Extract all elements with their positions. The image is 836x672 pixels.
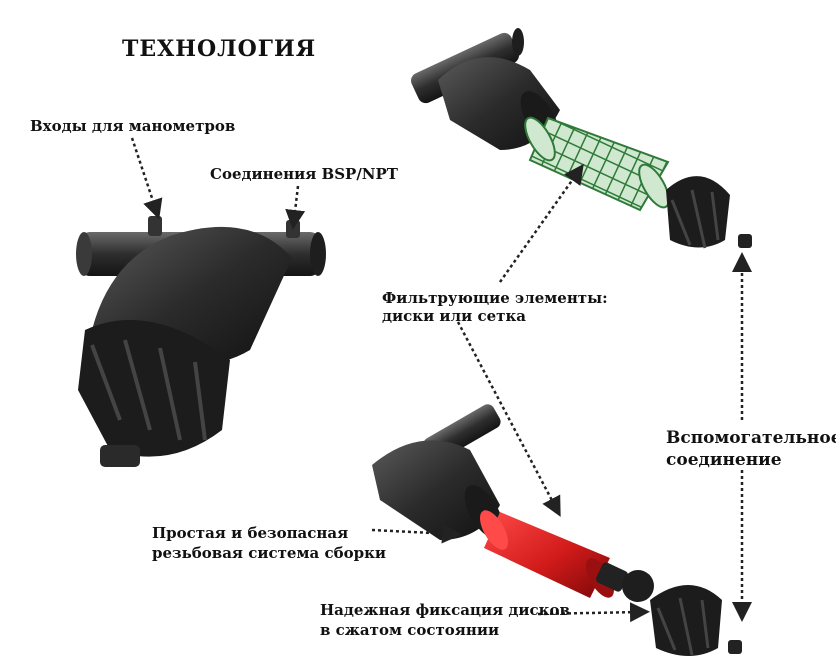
arrow-thread [371, 523, 462, 544]
label-filter-elements-1: Фильтрующие элементы: [382, 289, 608, 307]
label-auxiliary-1: Вспомогательное [666, 428, 836, 448]
label-lock-discs-1: Надежная фиксация дисков [320, 601, 570, 619]
label-lock-discs-2: в сжатом состоянии [320, 621, 500, 639]
arrow-mesh [498, 163, 584, 283]
exploded-filter-discs [372, 404, 742, 656]
annotation-arrows [130, 137, 752, 623]
assembled-filter [76, 216, 326, 467]
label-bsp-npt: Соединения BSP/NPT [210, 165, 398, 183]
label-auxiliary-2: соединение [666, 450, 782, 470]
arrow-bsp-npt [285, 185, 306, 230]
arrow-discs [456, 321, 561, 517]
label-gauge-inputs: Входы для манометров [30, 117, 236, 135]
arrow-gauge-inputs [130, 137, 163, 220]
page-title: ТЕХНОЛОГИЯ [122, 36, 317, 62]
label-thread-2: резьбовая система сборки [152, 544, 387, 562]
label-thread-1: Простая и безопасная [152, 524, 349, 542]
exploded-filter-mesh [411, 28, 752, 249]
arrow-lock-discs [537, 602, 650, 623]
label-filter-elements-2: диски или сетка [382, 307, 527, 325]
